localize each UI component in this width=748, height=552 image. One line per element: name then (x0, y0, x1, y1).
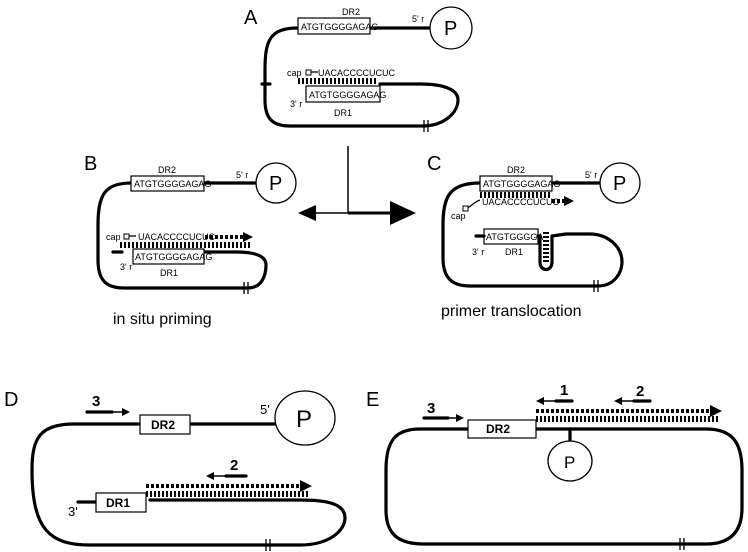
panel-a-dr2-seq: ATGTGGGGAGAG (301, 22, 378, 32)
panel-d-five-prime: 5' (260, 402, 270, 417)
panel-a-three-prime: 3' r (290, 99, 302, 109)
panel-e-polymerase (547, 440, 593, 482)
panel-c-strand (441, 181, 624, 288)
panel-b-five-prime: 5' r (236, 170, 248, 180)
panel-b-three-prime: 3' r (120, 262, 132, 272)
panel-a-letter: A (244, 7, 258, 29)
panel-b-caption: in situ priming (113, 311, 212, 328)
panel-c-dr2-label: DR2 (507, 165, 525, 175)
panel-d-dr1-label: DR1 (106, 496, 130, 510)
panel-a-polymerase-label: P (444, 18, 457, 40)
panel-a-dr2-label: DR2 (342, 7, 360, 17)
panel-c: C DR2 ATGTGGGGAGAG 5' r P UACACCCCUCUC c… (427, 153, 641, 320)
panel-b-dr2-label: DR2 (158, 165, 176, 175)
panel-e: E 3 DR2 1 2 P (366, 382, 744, 550)
panel-c-dr1-seq: ATGTGGGGA (486, 232, 543, 242)
panel-e-primer-2-label: 2 (636, 383, 644, 400)
panel-a-dr1-label: DR1 (334, 108, 352, 118)
panel-b-polymerase (255, 162, 297, 204)
panel-b-rna-seq: UACACCCCUCUC (138, 232, 216, 242)
panel-d-primer-3-label: 3 (92, 393, 100, 410)
panel-a-dr1-box (305, 85, 381, 103)
panel-a: A DR2 ATGTGGGGAGAG 5' r P cap UACACCCCUC… (244, 6, 473, 132)
panel-b-polymerase-label: P (269, 173, 282, 195)
panel-a-strand (260, 26, 460, 128)
panel-c-dr2-box (479, 175, 553, 192)
panel-d-dr2-box (139, 414, 191, 435)
panel-e-dr2-box (467, 419, 537, 439)
panel-a-five-prime: 5' r (412, 14, 424, 24)
panel-b-dr2-box (130, 175, 205, 192)
panel-e-primer-1-label: 1 (560, 382, 568, 399)
branch-arrows (298, 146, 416, 225)
panel-c-five-prime: 5' r (585, 170, 597, 180)
panel-d-strand (30, 422, 347, 547)
panel-d-dr1-box (95, 492, 147, 513)
panel-e-letter: E (366, 389, 379, 411)
panel-a-rna-seq: UACACCCCUCUC (318, 68, 396, 78)
panel-d-polymerase-label: P (296, 406, 312, 433)
panel-a-cap: cap (287, 68, 302, 78)
panel-c-dr1-label: DR1 (505, 247, 523, 257)
panel-b-dr1-seq: ATGTGGGGAGAG (135, 252, 212, 262)
panel-e-strand (384, 427, 744, 546)
panel-e-polymerase-label: P (564, 453, 575, 472)
panel-d-polymerase (274, 390, 336, 446)
panel-e-primer-3-label: 3 (427, 400, 435, 417)
panel-c-three-prime: 3' r (472, 247, 484, 257)
panel-b-cap: cap (106, 232, 121, 242)
panel-c-rna-seq: UACACCCCUCUC (482, 197, 560, 207)
panel-b-strand (96, 181, 268, 290)
panel-d-letter: D (4, 389, 18, 411)
panel-a-polymerase (429, 6, 473, 50)
panel-b-dr2-seq: ATGTGGGGAGAG (134, 179, 211, 189)
panel-a-dr2-box (297, 17, 371, 35)
panel-d-three-prime: 3' (68, 504, 78, 519)
panel-c-letter: C (427, 153, 441, 175)
panel-c-dr2-seq: ATGTGGGGAGAG (483, 179, 560, 189)
panel-b-dr1-box (132, 248, 205, 265)
panel-b-dr1-label: DR1 (160, 268, 178, 278)
panel-a-dr1-seq: ATGTGGGGAGAG (309, 90, 386, 100)
panel-c-polymerase (599, 162, 641, 204)
panel-c-polymerase-label: P (613, 173, 626, 195)
panel-c-cap: cap (451, 211, 466, 221)
panel-d: D 3 DR2 5' P 2 DR1 3' (4, 389, 347, 551)
panel-d-dr2-label: DR2 (151, 418, 175, 432)
panel-b-letter: B (84, 153, 97, 175)
panel-d-primer-2-label: 2 (230, 457, 238, 474)
arrow-to-c (390, 201, 416, 225)
arrow-to-b (298, 205, 316, 221)
panel-b: B DR2 ATGTGGGGAGAG 5' r P cap UACACCCCUC… (84, 153, 297, 328)
panel-c-caption: primer translocation (441, 303, 582, 320)
panel-c-stem-loop (536, 232, 568, 272)
panel-e-dr2-label: DR2 (486, 422, 510, 436)
